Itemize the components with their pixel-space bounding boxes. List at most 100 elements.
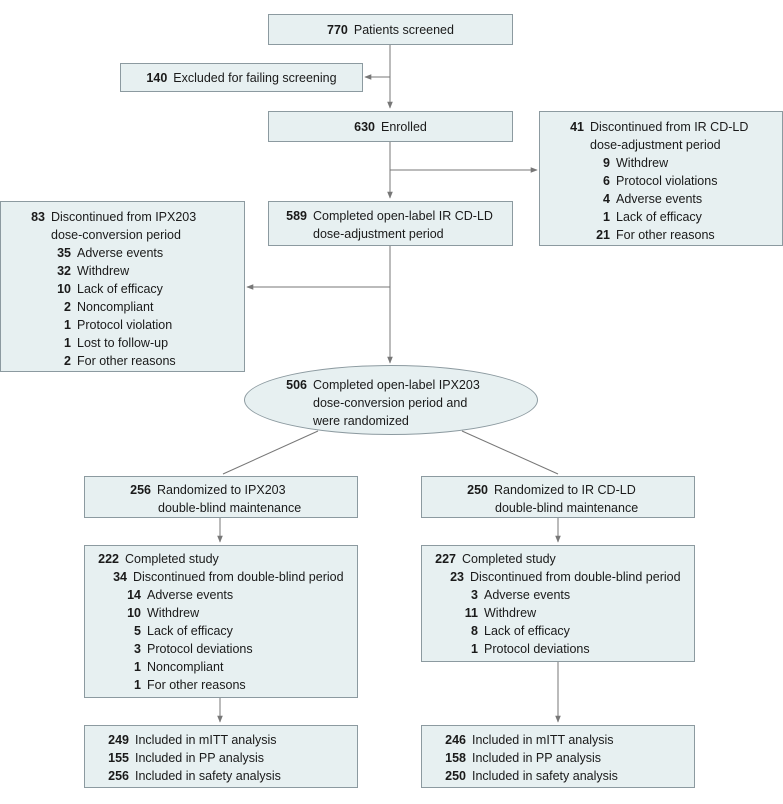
disc-ir-reason-count: 1 <box>603 210 610 224</box>
left-reason-label: Lack of efficacy <box>147 624 233 638</box>
right-analysis-item-label: Included in PP analysis <box>472 751 602 765</box>
randomized-ellipse: 506 Completed open-label IPX203 dose-con… <box>244 365 538 435</box>
right-reason-count: 8 <box>471 624 478 638</box>
disc-ipx-reason: 2 For other reasons <box>1 352 244 370</box>
left-reason-label: Protocol deviations <box>147 642 253 656</box>
disc-ipx-reason: 32 Withdrew <box>1 262 244 280</box>
disc-ipx-reason-label: Lack of efficacy <box>77 282 163 296</box>
disc-ipx-reason-count: 32 <box>57 264 71 278</box>
left-analysis-item: 155 Included in PP analysis <box>85 749 357 767</box>
disc-ipx-reason-label: Adverse events <box>77 246 164 260</box>
disc-ipx-reason-count: 1 <box>64 318 71 332</box>
left-reason: 3 Protocol deviations <box>85 640 357 658</box>
left-reason-count: 10 <box>127 606 141 620</box>
disc-ipx-reason-label: For other reasons <box>77 354 176 368</box>
left-reason-label: Withdrew <box>147 606 200 620</box>
right-completed-label: Completed study <box>462 552 556 566</box>
disc-ir-reason-label: Protocol violations <box>616 174 718 188</box>
left-analysis-item-label: Included in PP analysis <box>135 751 265 765</box>
disc-ir-reason-label: For other reasons <box>616 228 715 242</box>
disc-ipx-reason-count: 10 <box>57 282 71 296</box>
disc-ir-reason: 21 For other reasons <box>540 226 782 244</box>
right-analysis-item-count: 250 <box>445 769 466 783</box>
disc-ipx-box: 83 Discontinued from IPX203 dose-convers… <box>0 201 245 372</box>
disc-ipx-reason-label: Protocol violation <box>77 318 173 332</box>
right-study-box: 227 Completed study 23 Discontinued from… <box>421 545 695 662</box>
screened-count: 770 <box>327 22 348 37</box>
enrolled-label: Enrolled <box>380 119 427 134</box>
right-rand-title: Randomized to IR CD-LD <box>494 483 636 497</box>
line-ellipse-to-right-arm <box>461 430 559 475</box>
disc-ipx-reason-label: Noncompliant <box>77 300 154 314</box>
enrolled-count: 630 <box>354 119 375 134</box>
right-reason-label: Withdrew <box>484 606 537 620</box>
disc-ipx-reason-count: 35 <box>57 246 71 260</box>
randomized-line3: were randomized <box>313 414 409 428</box>
enrolled-box: 630 Enrolled <box>268 111 513 142</box>
left-analysis-item-count: 249 <box>108 733 129 747</box>
screened-label: Patients screened <box>353 22 454 37</box>
left-analysis-item: 249 Included in mITT analysis <box>85 731 357 749</box>
disc-ir-count: 41 <box>570 120 584 134</box>
right-disc-label: Discontinued from double-blind period <box>470 570 681 584</box>
disc-ipx-reason: 1 Protocol violation <box>1 316 244 334</box>
left-disc-count: 34 <box>113 570 127 584</box>
completed-ir-subtitle: dose-adjustment period <box>313 227 444 241</box>
right-completed-count: 227 <box>435 552 456 566</box>
excluded-label: Excluded for failing screening <box>173 70 337 85</box>
left-disc-label: Discontinued from double-blind period <box>133 570 344 584</box>
disc-ipx-reason-count: 2 <box>64 300 71 314</box>
randomized-count: 506 <box>286 378 307 392</box>
disc-ipx-reason-label: Withdrew <box>77 264 130 278</box>
randomized-line1: Completed open-label IPX203 <box>313 378 480 392</box>
disc-ir-reason-count: 21 <box>596 228 610 242</box>
disc-ipx-count: 83 <box>31 210 45 224</box>
screened-box: 770 Patients screened <box>268 14 513 45</box>
right-reason-count: 3 <box>471 588 478 602</box>
left-rand-title: Randomized to IPX203 <box>157 483 286 497</box>
right-analysis-item-label: Included in safety analysis <box>472 769 618 783</box>
disc-ir-reason-label: Lack of efficacy <box>616 210 702 224</box>
disc-ir-reason-count: 4 <box>603 192 610 206</box>
right-analysis-item-count: 158 <box>445 751 466 765</box>
disc-ipx-reason-count: 1 <box>64 336 71 350</box>
disc-ir-reason-count: 9 <box>603 156 610 170</box>
left-reason: 5 Lack of efficacy <box>85 622 357 640</box>
randomized-line2: dose-conversion period and <box>313 396 468 410</box>
right-analysis-item: 250 Included in safety analysis <box>422 767 694 785</box>
disc-ir-reason-label: Adverse events <box>616 192 703 206</box>
disc-ipx-reasons: 35 Adverse events 32 Withdrew 10 Lack of effi… <box>1 244 244 370</box>
left-analysis-item-count: 155 <box>108 751 129 765</box>
right-analysis-item-label: Included in mITT analysis <box>472 733 614 747</box>
disc-ir-box: 41 Discontinued from IR CD-LD dose-adjus… <box>539 111 783 246</box>
left-completed-count: 222 <box>98 552 119 566</box>
disc-ipx-reason: 2 Noncompliant <box>1 298 244 316</box>
right-analysis-item-count: 246 <box>445 733 466 747</box>
disc-ir-subtitle: dose-adjustment period <box>590 138 721 152</box>
disc-ipx-subtitle: dose-conversion period <box>51 228 181 242</box>
right-analysis-item: 246 Included in mITT analysis <box>422 731 694 749</box>
excluded-box: 140 Excluded for failing screening <box>120 63 363 92</box>
left-reason-count: 5 <box>134 624 141 638</box>
left-reason-count: 3 <box>134 642 141 656</box>
left-reason-count: 1 <box>134 660 141 674</box>
left-reason: 10 Withdrew <box>85 604 357 622</box>
left-completed-label: Completed study <box>125 552 219 566</box>
disc-ir-title: Discontinued from IR CD-LD <box>590 120 749 134</box>
disc-ipx-title: Discontinued from IPX203 <box>51 210 197 224</box>
left-analysis-list: 249 Included in mITT analysis 155 Included … <box>85 731 357 785</box>
right-disc-count: 23 <box>450 570 464 584</box>
disc-ipx-reason-count: 2 <box>64 354 71 368</box>
left-analysis-item-label: Included in mITT analysis <box>135 733 277 747</box>
